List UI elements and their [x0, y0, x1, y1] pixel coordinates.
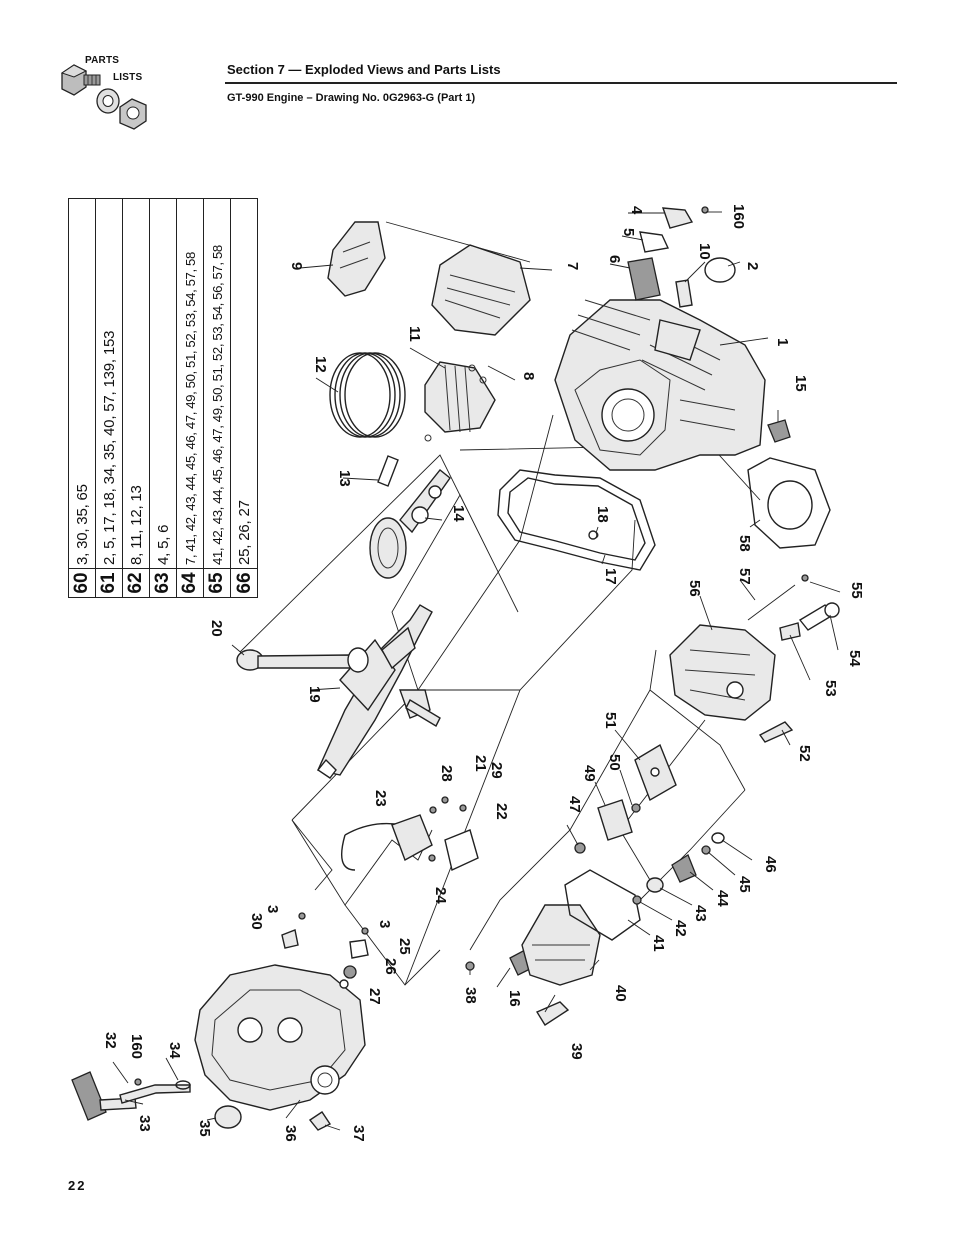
- crankshaft-part-19: [316, 604, 433, 779]
- callout-24: 24: [432, 887, 449, 904]
- callout-1: 1: [774, 338, 791, 346]
- callout-58: 58: [736, 535, 753, 552]
- cylinder-head-part-56: [669, 624, 776, 721]
- callout-23: 23: [372, 790, 389, 807]
- callout-7: 7: [564, 262, 581, 270]
- callout-17: 17: [602, 568, 619, 585]
- callout-35: 35: [196, 1120, 213, 1137]
- head-gasket-part-58: [747, 457, 831, 621]
- camshaft-gear-part-14: [369, 469, 451, 579]
- callout-51: 51: [602, 712, 619, 729]
- callout-27: 27: [366, 988, 383, 1005]
- callout-29: 29: [488, 762, 505, 779]
- callout-3: 3: [376, 920, 393, 928]
- header-divider: [225, 82, 897, 84]
- callout-6: 6: [606, 255, 623, 263]
- callout-47: 47: [566, 796, 583, 813]
- callout-55: 55: [848, 582, 865, 599]
- callout-30: 30: [248, 913, 265, 930]
- assembly-boundary-lines: [239, 414, 761, 986]
- callout-14: 14: [450, 505, 467, 522]
- callout-19: 19: [306, 686, 323, 703]
- breather-parts: [627, 206, 736, 308]
- callout-8: 8: [520, 372, 537, 380]
- crankcase-gasket-part-17: [497, 469, 656, 571]
- section-title: Section 7 — Exploded Views and Parts Lis…: [227, 62, 501, 77]
- callout-42: 42: [672, 920, 689, 937]
- nut-bolt-washer-icon: [60, 64, 147, 130]
- callout-56: 56: [686, 580, 703, 597]
- callout-13: 13: [336, 470, 353, 487]
- valve-cover-part-9: [327, 221, 386, 297]
- callout-41: 41: [650, 935, 667, 952]
- callout-15: 15: [792, 375, 809, 392]
- callout-40: 40: [612, 985, 629, 1002]
- callout-33: 33: [136, 1115, 153, 1132]
- callout-18: 18: [594, 506, 611, 523]
- callout-9: 9: [288, 262, 305, 270]
- callout-32: 32: [102, 1032, 119, 1049]
- callout-49: 49: [581, 765, 598, 782]
- callout-39: 39: [568, 1043, 585, 1060]
- callout-labels: 1 2 3 3 4 5 6 7 8 9 10 11 12 13 14 15 16…: [102, 204, 865, 1142]
- callout-160: 160: [128, 1034, 145, 1059]
- callout-25: 25: [396, 938, 413, 955]
- callout-26: 26: [382, 958, 399, 975]
- callout-36: 36: [282, 1125, 299, 1142]
- callout-3: 3: [264, 905, 281, 913]
- callout-21: 21: [472, 755, 489, 772]
- piston-rings-part-12: [329, 352, 406, 438]
- governor-assembly-part-23: [341, 796, 479, 871]
- callout-50: 50: [606, 754, 623, 771]
- callout-44: 44: [714, 890, 731, 907]
- valve-train-parts: [574, 602, 840, 905]
- callout-10: 10: [696, 243, 713, 260]
- callout-46: 46: [762, 856, 779, 873]
- callout-52: 52: [796, 745, 813, 762]
- cylinder-head-part-7: [431, 244, 531, 336]
- callout-43: 43: [692, 905, 709, 922]
- callout-34: 34: [166, 1042, 183, 1059]
- callout-16: 16: [506, 990, 523, 1007]
- callout-38: 38: [462, 987, 479, 1004]
- engine-crankcase-part-1: [554, 299, 766, 471]
- callout-53: 53: [822, 680, 839, 697]
- callout-37: 37: [350, 1125, 367, 1142]
- logo-word-lists: LISTS: [113, 72, 143, 83]
- callout-160: 160: [730, 204, 747, 229]
- rocker-cover-part-40: [521, 869, 641, 986]
- page-number: 22: [68, 1178, 87, 1193]
- callout-28: 28: [438, 765, 455, 782]
- callout-20: 20: [208, 620, 225, 637]
- piston-part-11: [424, 361, 496, 433]
- callout-54: 54: [846, 650, 863, 667]
- crankcase-cover-part-36: [194, 964, 366, 1111]
- callout-22: 22: [493, 803, 510, 820]
- callout-5: 5: [620, 228, 637, 236]
- callout-11: 11: [406, 326, 423, 342]
- connecting-rod-part-20: [236, 647, 369, 673]
- callout-4: 4: [628, 206, 645, 215]
- callout-2: 2: [744, 262, 761, 270]
- callout-12: 12: [312, 356, 329, 373]
- logo-word-parts: PARTS: [85, 55, 120, 66]
- parts-lists-logo: PARTS LISTS: [58, 55, 168, 135]
- callout-45: 45: [736, 876, 753, 893]
- small-hardware-parts: [71, 419, 791, 1131]
- callout-leader-lines: [112, 211, 841, 1131]
- wrist-pin-part-13: [377, 434, 432, 487]
- callout-57: 57: [736, 568, 753, 585]
- drawing-title: GT-990 Engine – Drawing No. 0G2963-G (Pa…: [227, 92, 476, 104]
